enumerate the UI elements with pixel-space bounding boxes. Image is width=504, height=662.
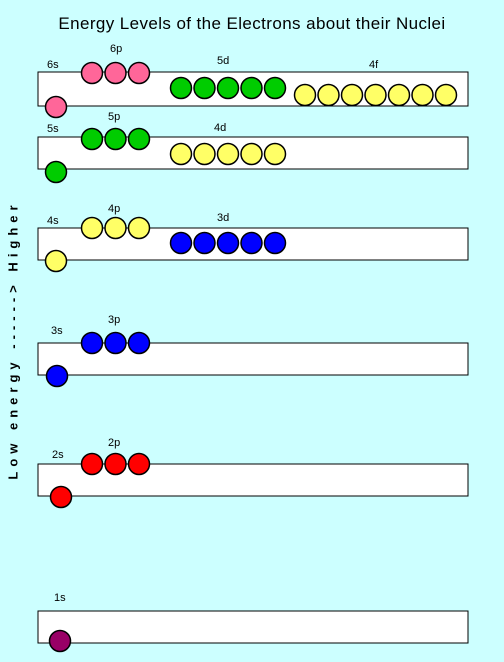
shell-1-box [37,610,469,644]
electron-4f-3 [340,83,364,107]
orbital-4p: 4p [80,203,151,240]
orbital-label-5s: 5s [47,123,59,135]
electron-3p-2 [104,331,127,355]
electron-5p-2 [104,127,127,151]
electron-4f-7 [434,83,458,107]
electron-6s-1 [44,95,68,119]
orbital-5d: 5d [169,55,287,100]
orbital-label-4f: 4f [369,59,379,71]
electron-2p-1 [80,452,104,476]
orbital-label-3p: 3p [108,314,120,326]
electron-4d-5 [263,142,287,166]
electron-4f-1 [293,83,317,107]
electron-2s-1 [49,485,73,509]
electron-3s-1 [45,364,69,388]
orbital-4d: 4d [169,122,287,166]
electron-3d-4 [240,231,263,255]
orbital-label-1s: 1s [54,592,66,604]
electron-4f-5 [387,83,411,107]
orbital-label-3d: 3d [217,212,229,224]
shell-3: 3s 3p [37,314,469,388]
orbital-label-6s: 6s [47,59,59,71]
electron-5d-4 [240,76,263,100]
electron-3d-1 [169,231,193,255]
shell-6: 6s 6p 5d 4f [37,43,469,119]
orbital-label-4p: 4p [108,203,120,215]
electron-4d-1 [169,142,193,166]
orbital-3p: 3p [80,314,151,355]
orbital-3s: 3s [45,325,69,388]
electron-5d-2 [193,76,216,100]
electron-5d-1 [169,76,193,100]
orbital-5p: 5p [80,111,151,151]
orbital-4f: 4f [293,59,458,107]
electron-3d-3 [216,231,240,255]
electron-5p-1 [80,127,104,151]
shell-5: 5s 5p 4d [37,111,469,184]
diagram-title: Energy Levels of the Electrons about the… [58,14,446,33]
orbital-5s: 5s [44,123,68,184]
electron-3p-1 [80,331,104,355]
shell-2: 2s 2p [37,437,469,509]
electron-5p-3 [127,127,151,151]
electron-4p-2 [104,216,127,240]
electron-6p-1 [80,61,104,85]
electron-4d-4 [240,142,263,166]
electron-2p-3 [127,452,151,476]
shell-3-box [37,342,469,376]
orbital-3d: 3d [169,212,287,255]
orbital-label-2s: 2s [52,449,64,461]
electron-6p-3 [127,61,151,85]
electron-4p-3 [127,216,151,240]
orbital-2s: 2s [49,449,73,509]
orbital-label-3s: 3s [51,325,63,337]
electron-4f-6 [411,83,434,107]
electron-5d-5 [263,76,287,100]
orbital-label-2p: 2p [108,437,120,449]
orbital-label-4s: 4s [47,215,59,227]
shell-2-box [37,463,469,497]
electron-4p-1 [80,216,104,240]
electron-2p-2 [104,452,127,476]
orbital-4s: 4s [44,215,68,273]
shell-1: 1s [37,592,469,653]
electron-1s-1 [48,629,72,653]
orbital-1s: 1s [48,592,72,653]
orbital-6p: 6p [80,43,151,85]
orbital-label-5p: 5p [108,111,120,123]
orbital-label-6p: 6p [110,43,122,55]
electron-3d-2 [193,231,216,255]
orbital-2p: 2p [80,437,151,476]
electron-4d-2 [193,142,216,166]
orbital-6s: 6s [44,59,68,119]
electron-6p-2 [104,61,127,85]
electron-4f-2 [317,83,340,107]
electron-5s-1 [44,160,68,184]
electron-4d-3 [216,142,240,166]
electron-5d-3 [216,76,240,100]
electron-4s-1 [44,249,68,273]
orbital-label-4d: 4d [214,122,226,134]
electron-3d-5 [263,231,287,255]
electron-4f-4 [364,83,387,107]
electron-3p-3 [127,331,151,355]
shell-4: 4s 4p 3d [37,203,469,273]
orbital-label-5d: 5d [217,55,229,67]
